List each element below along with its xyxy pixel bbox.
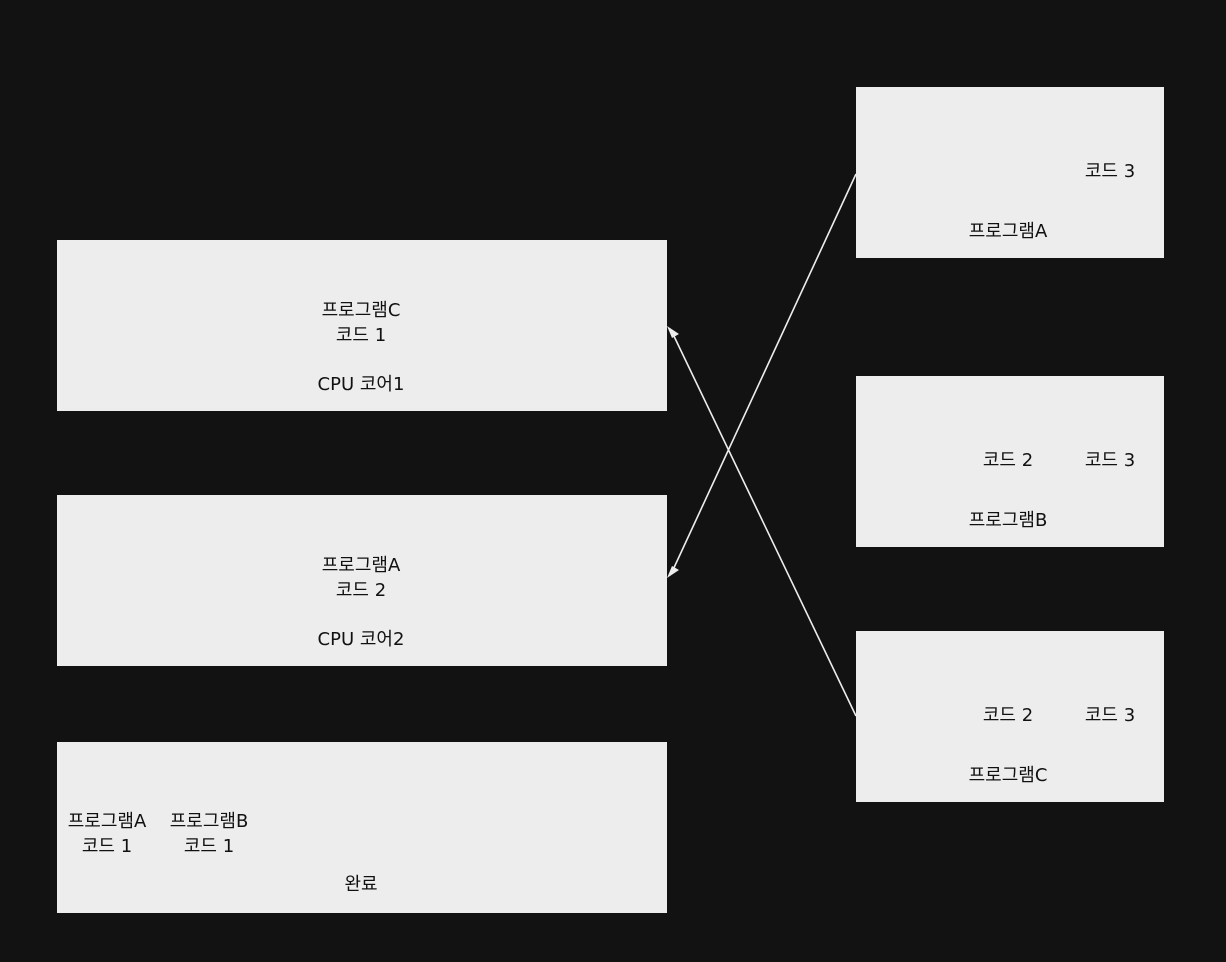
queue-program-c-box: 코드 2 코드 3 프로그램C <box>856 631 1164 802</box>
done-label: 완료 <box>344 874 378 895</box>
cpu-core2-label: CPU 코어2 <box>317 629 405 650</box>
arrowhead-core1 <box>667 326 679 338</box>
queue-program-b-name: 프로그램B <box>968 510 1048 531</box>
done-item-code: 코드 1 <box>183 836 235 857</box>
arrowhead-core2 <box>667 566 679 578</box>
queue-program-c-name: 프로그램C <box>968 765 1048 786</box>
edge-program-c-to-core1 <box>671 331 857 717</box>
cpu-core2-code: 코드 2 <box>335 580 387 601</box>
cpu-core1-label: CPU 코어1 <box>317 374 405 395</box>
done-item-code: 코드 1 <box>81 836 133 857</box>
queue-program-a-box: 코드 3 프로그램A <box>856 87 1164 258</box>
done-item-program: 프로그램A <box>67 811 147 832</box>
edge-program-a-to-core2 <box>671 173 857 573</box>
done-box: 프로그램A 코드 1 프로그램B 코드 1 완료 <box>57 742 667 913</box>
cpu-core1-program: 프로그램C <box>321 300 401 321</box>
cpu-core1-code: 코드 1 <box>335 325 387 346</box>
cpu-core1-box: 프로그램C 코드 1 CPU 코어1 <box>57 240 667 411</box>
queue-program-c-code: 코드 2 <box>982 705 1034 726</box>
queue-program-b-code: 코드 3 <box>1084 450 1136 471</box>
done-item-program: 프로그램B <box>169 811 249 832</box>
queue-program-c-code: 코드 3 <box>1084 705 1136 726</box>
queue-program-a-code: 코드 3 <box>1084 161 1136 182</box>
queue-program-b-box: 코드 2 코드 3 프로그램B <box>856 376 1164 547</box>
queue-program-a-name: 프로그램A <box>968 221 1048 242</box>
cpu-core2-program: 프로그램A <box>321 555 401 576</box>
cpu-core2-box: 프로그램A 코드 2 CPU 코어2 <box>57 495 667 666</box>
queue-program-b-code: 코드 2 <box>982 450 1034 471</box>
